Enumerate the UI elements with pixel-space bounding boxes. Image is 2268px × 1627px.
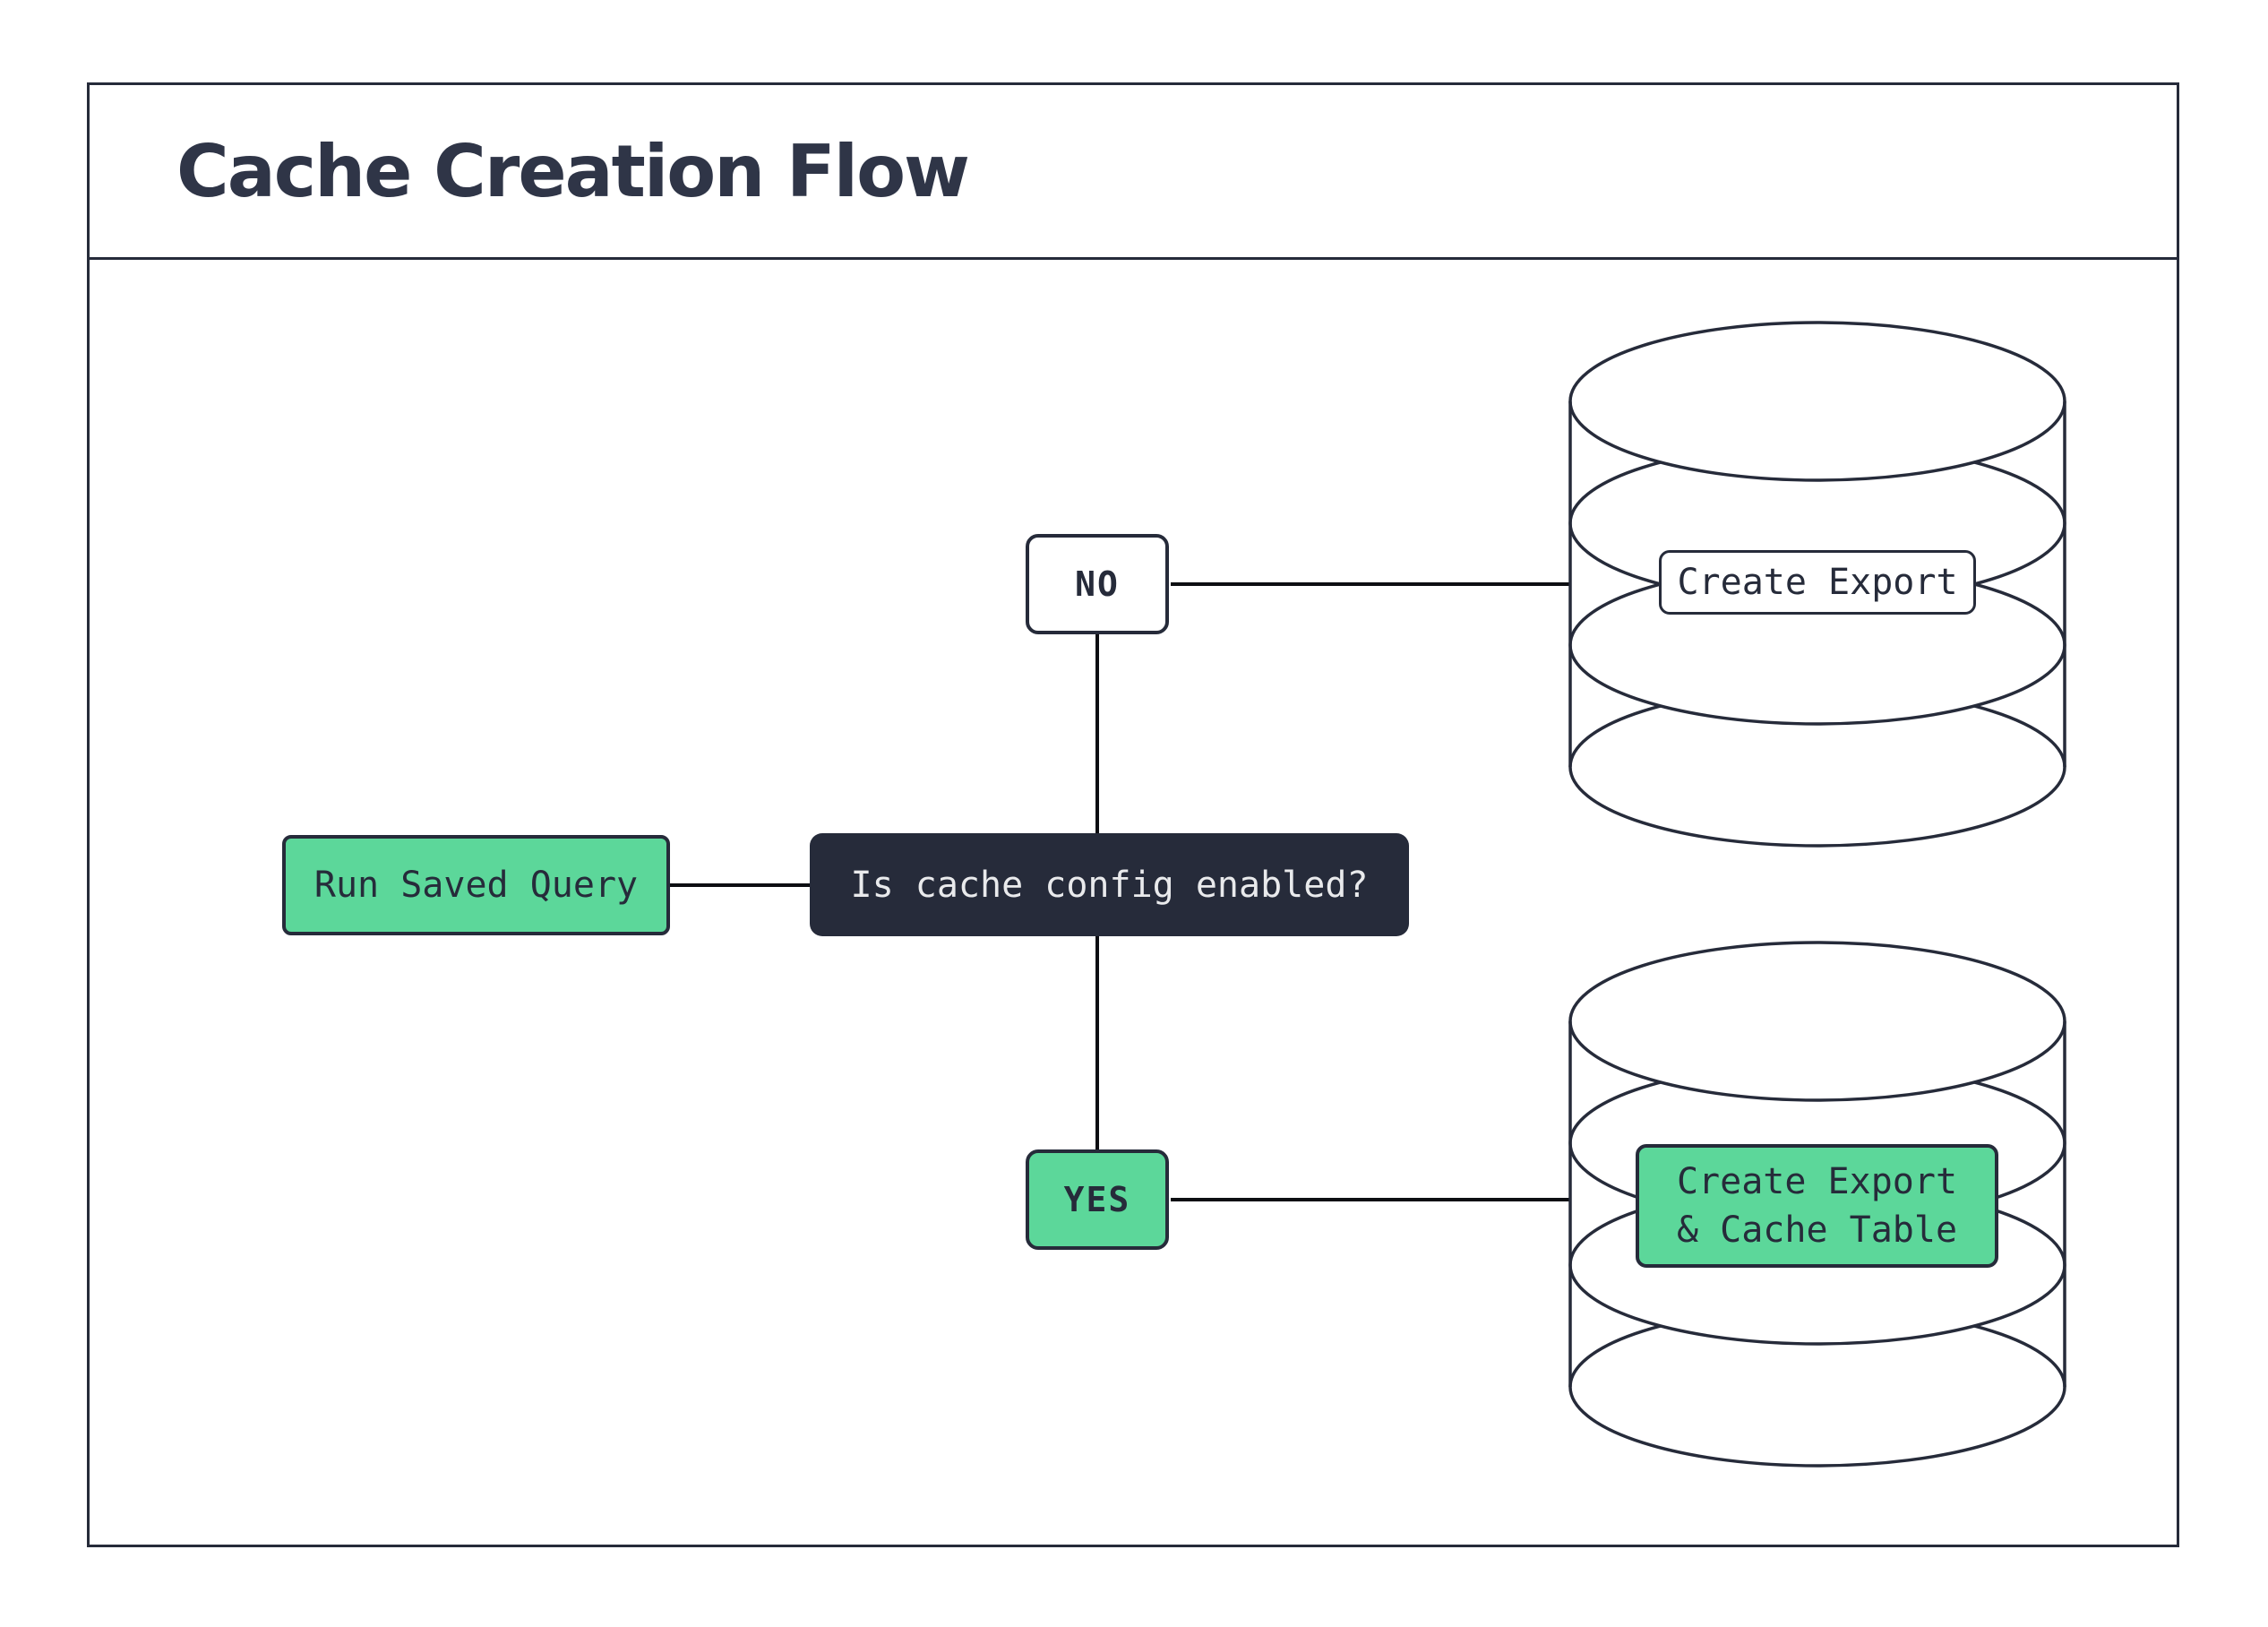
create-export-cache-table-node: Create Export & Cache Table (1636, 1144, 1998, 1268)
cache-config-decision-label: Is cache config enabled? (850, 864, 1369, 906)
create-export-cache-table-label-line1: Create Export (1676, 1161, 1958, 1202)
create-export-node: Create Export (1659, 550, 1976, 615)
run-saved-query-label: Run Saved Query (314, 865, 639, 906)
no-branch-node: NO (1026, 534, 1169, 634)
yes-branch-node: YES (1026, 1149, 1169, 1250)
title-bar: Cache Creation Flow (90, 85, 2177, 260)
run-saved-query-node: Run Saved Query (282, 835, 670, 935)
create-export-label: Create Export (1677, 562, 1958, 603)
create-export-cache-table-label-line2: & Cache Table (1676, 1209, 1958, 1251)
cache-config-decision-node: Is cache config enabled? (810, 833, 1409, 936)
page-title: Cache Creation Flow (176, 129, 970, 213)
diagram-frame: Cache Creation Flow (87, 82, 2179, 1547)
yes-branch-label: YES (1063, 1180, 1131, 1219)
no-branch-label: NO (1075, 564, 1120, 604)
